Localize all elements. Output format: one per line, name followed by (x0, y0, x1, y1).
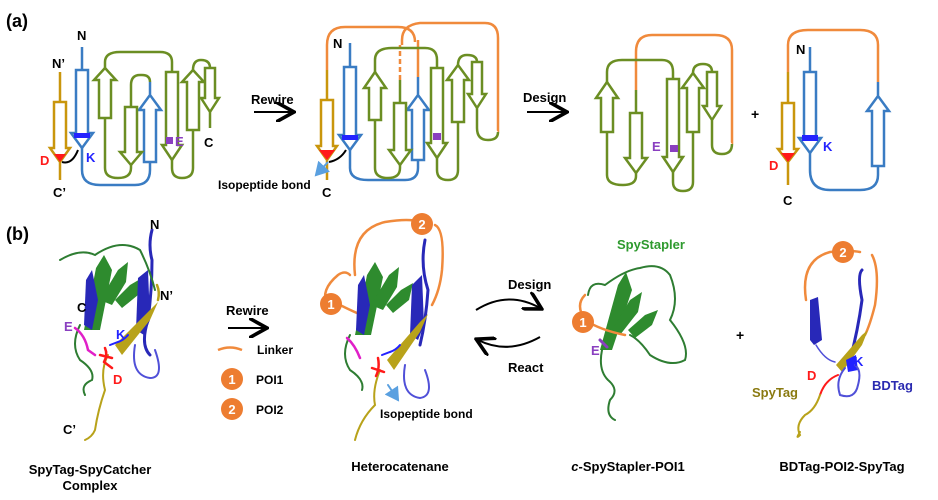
spycatcher-strand-4 (179, 68, 207, 132)
s1-cprime-label: C’ (63, 422, 76, 437)
topology-bdtag-spytag (775, 28, 892, 192)
design-arrow-label: Design (523, 90, 566, 105)
legend-poi1-circle (221, 368, 243, 390)
b-design-label: Design (508, 277, 551, 292)
s2-poi2-circle (411, 213, 433, 235)
s1-title-line1: SpyTag-SpyCatcher (29, 462, 152, 477)
s3-poi1-circle (572, 311, 594, 333)
s1-c-label: C (77, 300, 87, 315)
s1-nprime-label: N’ (160, 288, 173, 303)
s1-d-label: D (113, 372, 122, 387)
s3-title-rest: -SpyStapler-POI1 (579, 459, 685, 474)
bdtag-strand-2 (136, 82, 164, 164)
bdtag-strand-1 (68, 47, 96, 151)
b-rewire-label: Rewire (226, 303, 269, 318)
s4-poi2-num: 2 (839, 245, 846, 260)
legend-linker-label: Linker (257, 343, 293, 357)
topology-heterocatenane (314, 21, 500, 182)
s4-k-label: K (854, 354, 864, 369)
t1-k-label: K (86, 150, 96, 165)
s1-e-label: E (64, 319, 73, 334)
panel-b-label: (b) (6, 224, 29, 244)
t4-n-label: N (796, 42, 805, 57)
spytag-strand (47, 72, 73, 180)
s2-title: Heterocatenane (351, 459, 449, 474)
topology-spystapler (593, 33, 734, 193)
s3-name-label: SpyStapler (617, 237, 685, 252)
structure-spytag-spycatcher (59, 228, 161, 441)
b-design-arrow (475, 299, 540, 311)
legend-poi2-num: 2 (228, 402, 235, 417)
s1-n-label: N (150, 217, 159, 232)
s4-spytag-label: SpyTag (752, 385, 798, 400)
t3-e-label: E (652, 139, 661, 154)
t1-nprime-label: N’ (52, 56, 65, 71)
legend-poi1-num: 1 (228, 372, 235, 387)
t4-k-label: K (823, 139, 833, 154)
s4-bdtag-label: BDTag (872, 378, 913, 393)
rewire-arrow-label: Rewire (251, 92, 294, 107)
s2-poi1-circle (320, 293, 342, 315)
legend-poi1-label: POI1 (256, 373, 284, 387)
s3-poi1-num: 1 (579, 315, 586, 330)
t1-c-label: C (204, 135, 214, 150)
structure-spystapler (578, 265, 687, 421)
s1-title-line2: Complex (63, 478, 119, 493)
s4-title: BDTag-POI2-SpyTag (779, 459, 904, 474)
spycatcher-strand-1 (117, 105, 145, 167)
topology-spytag-spycatcher (47, 47, 222, 187)
structure-heterocatenane (323, 218, 444, 441)
spycatcher-strand-5 (198, 66, 222, 128)
panel-b-plus: + (736, 327, 744, 343)
s1-k-label: K (116, 327, 126, 342)
s3-title: c-SpyStapler-POI1 (571, 459, 684, 474)
s2-poi2-num: 2 (418, 217, 425, 232)
t1-e-label: E (175, 134, 184, 149)
s4-poi2-circle (832, 241, 854, 263)
s4-d-label: D (807, 368, 816, 383)
legend-poi2-circle (221, 398, 243, 420)
b-react-arrow (478, 336, 541, 347)
t1-n-label: N (77, 28, 86, 43)
t2-isopeptide-label: Isopeptide bond (218, 178, 311, 192)
s2-poi1-num: 1 (327, 297, 334, 312)
legend-linker-swatch (217, 346, 243, 352)
panel-a-plus: + (751, 106, 759, 122)
b-react-label: React (508, 360, 544, 375)
panel-a-label: (a) (6, 11, 28, 31)
legend-poi2-label: POI2 (256, 403, 284, 417)
t2-c-label: C (322, 185, 332, 200)
s3-title-italic: c (571, 459, 579, 474)
t4-d-label: D (769, 158, 778, 173)
t1-cprime-label: C’ (53, 185, 66, 200)
s3-e-label: E (591, 343, 600, 358)
t4-c-label: C (783, 193, 793, 208)
structure-bdtag-spytag (796, 249, 879, 438)
t2-n-label: N (333, 36, 342, 51)
spycatcher-strand-2 (91, 66, 119, 120)
t1-d-label: D (40, 153, 49, 168)
s2-isopeptide-label: Isopeptide bond (380, 407, 473, 421)
